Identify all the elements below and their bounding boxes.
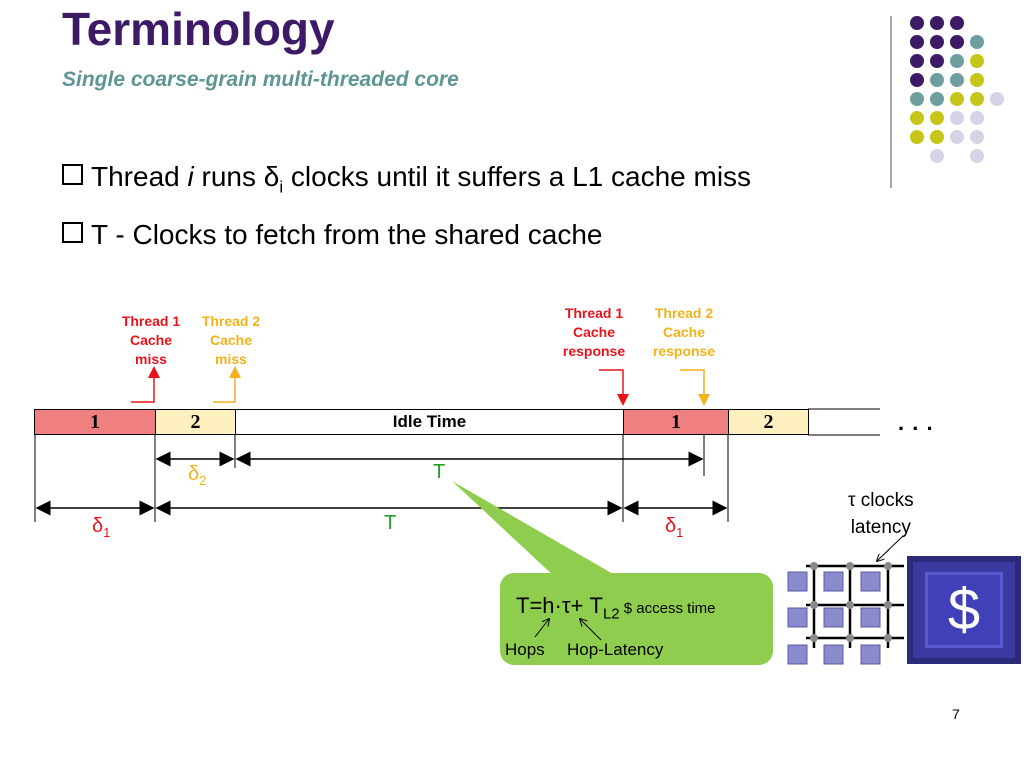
decorative-dot	[970, 73, 984, 87]
decorative-dot	[910, 35, 924, 49]
hops-label: Hops	[505, 640, 545, 659]
decorative-dot	[950, 92, 964, 106]
thread1-response-arrow	[599, 369, 629, 406]
decorative-dot	[950, 16, 964, 30]
callout-pointer	[452, 481, 620, 578]
tau-latency-pointer	[877, 535, 904, 561]
slide-title: Terminology	[62, 3, 335, 55]
decorative-dot	[930, 54, 944, 68]
mesh-network-icon	[787, 562, 904, 665]
bullet-T-definition: T - Clocks to fetch from the shared cach…	[62, 219, 602, 251]
segment-idle-time: Idle Time	[235, 409, 624, 435]
label-thread1-cache-response: Thread 1 Cache response	[562, 305, 626, 359]
decorative-dot	[930, 73, 944, 87]
latency-formula: T=h·τ+ TL2 $ access time	[516, 593, 716, 623]
decorative-dot	[970, 111, 984, 125]
segment-thread2-b: 2	[728, 409, 809, 435]
decorative-dot	[910, 73, 924, 87]
decorative-dot	[910, 111, 924, 125]
decorative-dot	[950, 35, 964, 49]
timeline-ellipsis: . . .	[898, 410, 934, 435]
delta2-label: δ2	[188, 463, 207, 488]
page-number: 7	[952, 706, 960, 722]
segment-thread1-a: 1	[34, 409, 156, 435]
decorative-dot	[910, 130, 924, 144]
thread2-response-arrow	[680, 369, 710, 406]
bullet1-prefix: Thread	[91, 161, 188, 192]
decorative-dot	[930, 35, 944, 49]
decorative-dot	[930, 16, 944, 30]
decorative-dot	[910, 16, 924, 30]
delta1-right-label: δ1	[665, 515, 684, 540]
decorative-dot	[930, 92, 944, 106]
decorative-dot	[970, 149, 984, 163]
delta1-left-label: δ1	[92, 515, 111, 540]
bullet2-text: T - Clocks to fetch from the shared cach…	[91, 219, 603, 250]
decorative-dot	[970, 130, 984, 144]
decorative-dot	[930, 130, 944, 144]
decorative-dot	[910, 54, 924, 68]
bullet-thread-runs: Thread i runs δi clocks until it suffers…	[62, 161, 751, 198]
tau-clocks-latency-label: τ clocks latency	[848, 490, 914, 538]
decorative-dot	[970, 92, 984, 106]
decorative-dot	[930, 111, 944, 125]
hop-latency-pointer	[580, 619, 602, 641]
decorative-dot	[950, 111, 964, 125]
bullet-box-icon	[62, 164, 83, 185]
slide-subtitle: Single coarse-grain multi-threaded core	[62, 68, 459, 91]
segment-thread1-b: 1	[623, 409, 729, 435]
hop-latency-label: Hop-Latency	[567, 640, 664, 659]
bullet-box-icon	[62, 222, 83, 243]
decorative-dot	[990, 92, 1004, 106]
bullet1-suffix: clocks until it suffers a L1 cache miss	[283, 161, 752, 192]
decorative-dot	[970, 54, 984, 68]
decorative-dot	[970, 35, 984, 49]
bullet1-sub: i	[279, 177, 284, 197]
decorative-dot	[950, 73, 964, 87]
hops-pointer	[534, 619, 549, 638]
bullet1-mid: runs δ	[193, 161, 280, 192]
T-lower-label: T	[384, 512, 397, 534]
T-upper-label: T	[433, 461, 446, 483]
decorative-dot	[950, 130, 964, 144]
label-thread2-cache-miss: Thread 2 Cache miss	[201, 313, 261, 367]
title-divider	[890, 16, 892, 188]
decorative-dot	[910, 92, 924, 106]
segment-thread2-a: 2	[155, 409, 236, 435]
shared-cache-block: $	[907, 556, 1021, 664]
thread2-miss-arrow	[213, 366, 241, 403]
bullet1-var: i	[187, 161, 194, 192]
label-thread2-cache-response: Thread 2 Cache response	[652, 305, 716, 359]
thread1-miss-arrow	[131, 366, 160, 403]
decorative-dot	[930, 149, 944, 163]
dollar-cache-icon: $	[925, 572, 1003, 648]
decorative-dot	[950, 54, 964, 68]
label-thread1-cache-miss: Thread 1 Cache miss	[121, 313, 181, 367]
